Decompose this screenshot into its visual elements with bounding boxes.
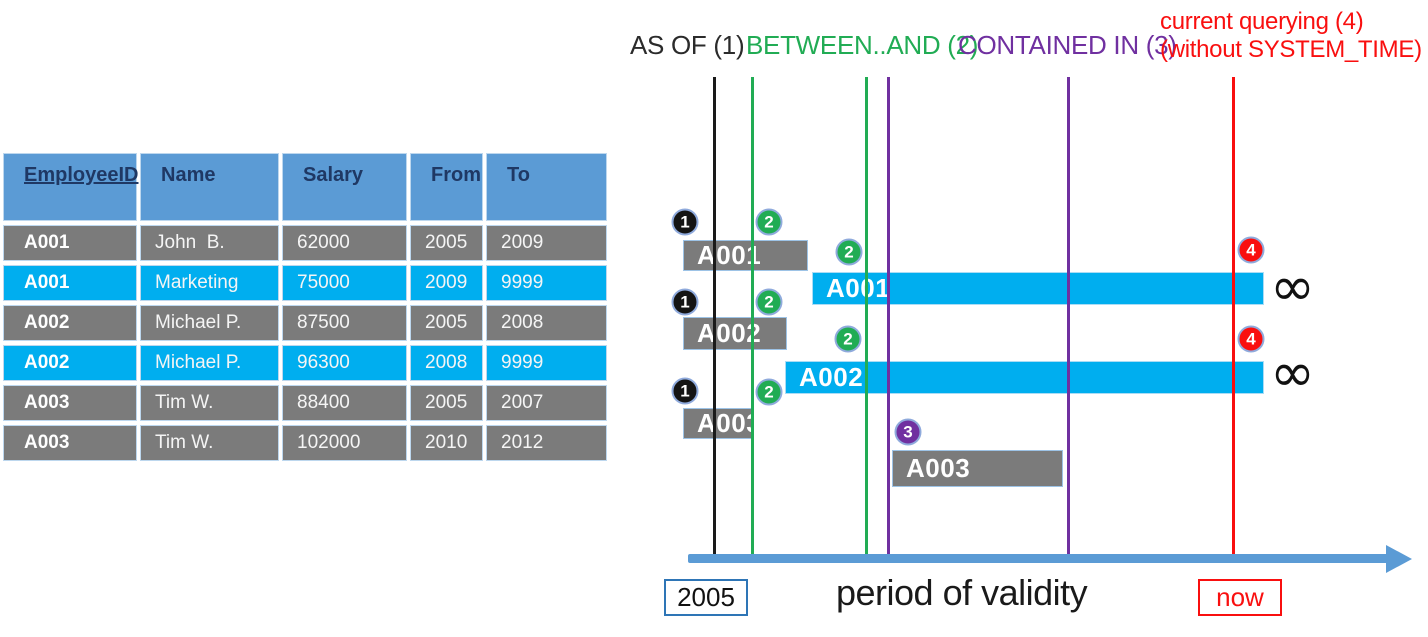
legend-current-querying-line2: (without SYSTEM_TIME) xyxy=(1160,36,1422,63)
table-cell: 2005 xyxy=(410,385,483,421)
table-cell: John B. xyxy=(140,225,279,261)
validity-bar-a002: A002 xyxy=(785,361,1264,394)
as-of-line xyxy=(713,77,716,560)
table-cell: Michael P. xyxy=(140,305,279,341)
legend-contained-in: CONTAINED IN (3) xyxy=(958,30,1177,60)
column-header-label: Name xyxy=(161,164,216,186)
validity-bar-a003: A003 xyxy=(683,408,761,439)
time-axis xyxy=(688,554,1388,563)
contained-end-line xyxy=(1067,77,1070,560)
table-cell: 75000 xyxy=(282,265,407,301)
query-badge-2: 2 xyxy=(755,288,783,316)
table-cell: 96300 xyxy=(282,345,407,381)
column-header-name: Name xyxy=(140,153,279,221)
table-cell: 2005 xyxy=(410,225,483,261)
column-header-salary: Salary xyxy=(282,153,407,221)
axis-now-box: now xyxy=(1198,579,1282,616)
query-badge-4: 4 xyxy=(1237,236,1265,264)
table-cell: 2009 xyxy=(410,265,483,301)
table-cell: A002 xyxy=(3,345,137,381)
validity-bar-a002: A002 xyxy=(683,317,787,350)
table-cell: Tim W. xyxy=(140,425,279,461)
query-badge-1: 1 xyxy=(671,377,699,405)
legend-current-querying-line1: current querying (4) xyxy=(1160,8,1364,35)
table-cell: 2005 xyxy=(410,305,483,341)
legend-as-of: AS OF (1) xyxy=(630,30,745,60)
infinity-icon: ∞ xyxy=(1270,340,1315,404)
query-badge-1: 1 xyxy=(671,208,699,236)
column-header-label: EmployeeID xyxy=(24,164,139,186)
query-badge-2: 2 xyxy=(835,238,863,266)
table-cell: A001 xyxy=(3,265,137,301)
table-cell: 102000 xyxy=(282,425,407,461)
validity-bar-a001: A001 xyxy=(683,240,808,271)
table-cell: A003 xyxy=(3,385,137,421)
table-cell: 2012 xyxy=(486,425,607,461)
query-badge-2: 2 xyxy=(755,378,783,406)
table-cell: A001 xyxy=(3,225,137,261)
column-header-label: To xyxy=(507,164,530,186)
table-cell: 2008 xyxy=(486,305,607,341)
table-cell: 87500 xyxy=(282,305,407,341)
now-line xyxy=(1232,77,1235,560)
table-cell: 9999 xyxy=(486,265,607,301)
query-badge-3: 3 xyxy=(894,418,922,446)
query-badge-2: 2 xyxy=(755,208,783,236)
query-badge-4: 4 xyxy=(1237,325,1265,353)
table-cell: 2008 xyxy=(410,345,483,381)
query-badge-2: 2 xyxy=(834,325,862,353)
axis-title: period of validity xyxy=(836,572,1088,613)
table-cell: Marketing xyxy=(140,265,279,301)
table-cell: A002 xyxy=(3,305,137,341)
table-cell: 9999 xyxy=(486,345,607,381)
column-header-employeeid: EmployeeID xyxy=(3,153,139,221)
legend-current-querying: current querying (4) (without SYSTEM_TIM… xyxy=(1160,8,1422,64)
column-header-label: Salary xyxy=(303,164,364,186)
infinity-icon: ∞ xyxy=(1270,254,1315,318)
column-header-label: From xyxy=(431,164,481,186)
table-cell: 2009 xyxy=(486,225,607,261)
table-cell: 2007 xyxy=(486,385,607,421)
column-header-to: To xyxy=(486,153,607,221)
table-cell: Michael P. xyxy=(140,345,279,381)
legend-between-and: BETWEEN..AND (2) xyxy=(746,30,979,60)
validity-bar-a003: A003 xyxy=(892,450,1063,487)
table-cell: 88400 xyxy=(282,385,407,421)
table-cell: Tim W. xyxy=(140,385,279,421)
table-cell: 62000 xyxy=(282,225,407,261)
validity-bar-a001: A001 xyxy=(812,272,1264,305)
table-cell: A003 xyxy=(3,425,137,461)
query-badge-1: 1 xyxy=(671,288,699,316)
table-cell: 2010 xyxy=(410,425,483,461)
between-end-line xyxy=(865,77,868,560)
column-header-from: From xyxy=(410,153,483,221)
time-axis-arrowhead-icon xyxy=(1386,545,1412,573)
contained-start-line xyxy=(887,77,890,560)
between-start-line xyxy=(751,77,754,560)
axis-start-year-box: 2005 xyxy=(664,579,748,616)
